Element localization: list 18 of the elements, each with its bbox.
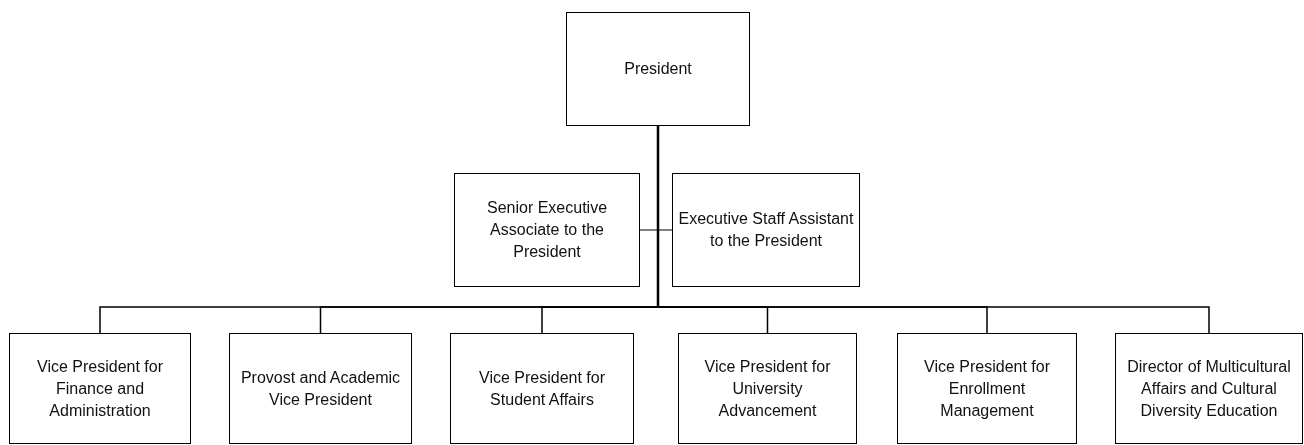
position-title: Vice President for Student Affairs — [478, 367, 606, 410]
position-box — [1115, 333, 1303, 444]
position-box — [9, 333, 191, 444]
position-box — [454, 173, 640, 287]
position-title: Vice President for Enrollment Management — [923, 356, 1051, 421]
position-title: Vice President for Finance and Administration — [36, 356, 164, 421]
position-title: Vice President for University Advancement — [703, 356, 832, 421]
position-title: Provost and Academic Vice President — [239, 367, 402, 410]
position-box — [897, 333, 1077, 444]
position-box — [672, 173, 860, 287]
position-title: President — [624, 59, 692, 79]
position-box — [678, 333, 857, 444]
position-title: Senior Executive Associate to the President — [485, 198, 609, 262]
position-title: Executive Staff Assistant to the President — [677, 209, 855, 251]
position-title: Director of Multicultural Affairs and Cultural Diversity Education — [1126, 356, 1292, 421]
position-box — [450, 333, 634, 444]
position-box — [566, 12, 750, 126]
position-box — [229, 333, 412, 444]
